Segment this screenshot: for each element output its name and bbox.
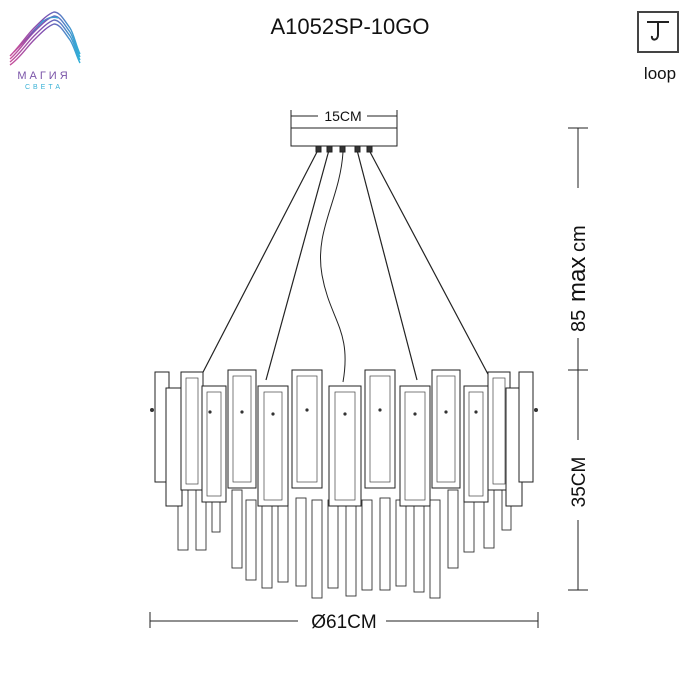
diameter-label: Ø61CM xyxy=(311,612,376,633)
chain-length-value: 85 xyxy=(568,310,590,332)
brand-tagline: СВЕТА xyxy=(24,84,64,91)
prism-pins xyxy=(150,408,538,416)
brand-name: МАГИЯ xyxy=(17,70,71,82)
mounting-type-box xyxy=(637,11,679,53)
wave-logo-icon xyxy=(9,11,81,66)
model-title: A1052SP-10GO xyxy=(270,14,430,39)
suspension-wires xyxy=(199,149,491,381)
wire-clamps xyxy=(315,145,373,153)
canopy-plate xyxy=(290,127,398,147)
prism-bevels xyxy=(185,375,506,501)
canopy-width-label: 15CM xyxy=(324,108,361,124)
body-height-label-group: 35CM xyxy=(569,457,590,508)
diameter-dimension-lines xyxy=(149,612,539,628)
loop-hook-icon xyxy=(647,21,669,41)
height-dimension-lines xyxy=(568,127,588,591)
body-height-label: 35CM xyxy=(569,457,590,508)
chain-length-label-group: 85 max cm xyxy=(564,225,591,332)
power-cord xyxy=(320,151,346,383)
mounting-label: loop xyxy=(643,64,677,83)
brand-logo: МАГИЯ СВЕТА xyxy=(4,6,84,96)
chain-length-max: max xyxy=(564,257,591,302)
chain-length-unit: cm xyxy=(568,225,590,252)
upper-crystal-tier xyxy=(154,369,534,507)
